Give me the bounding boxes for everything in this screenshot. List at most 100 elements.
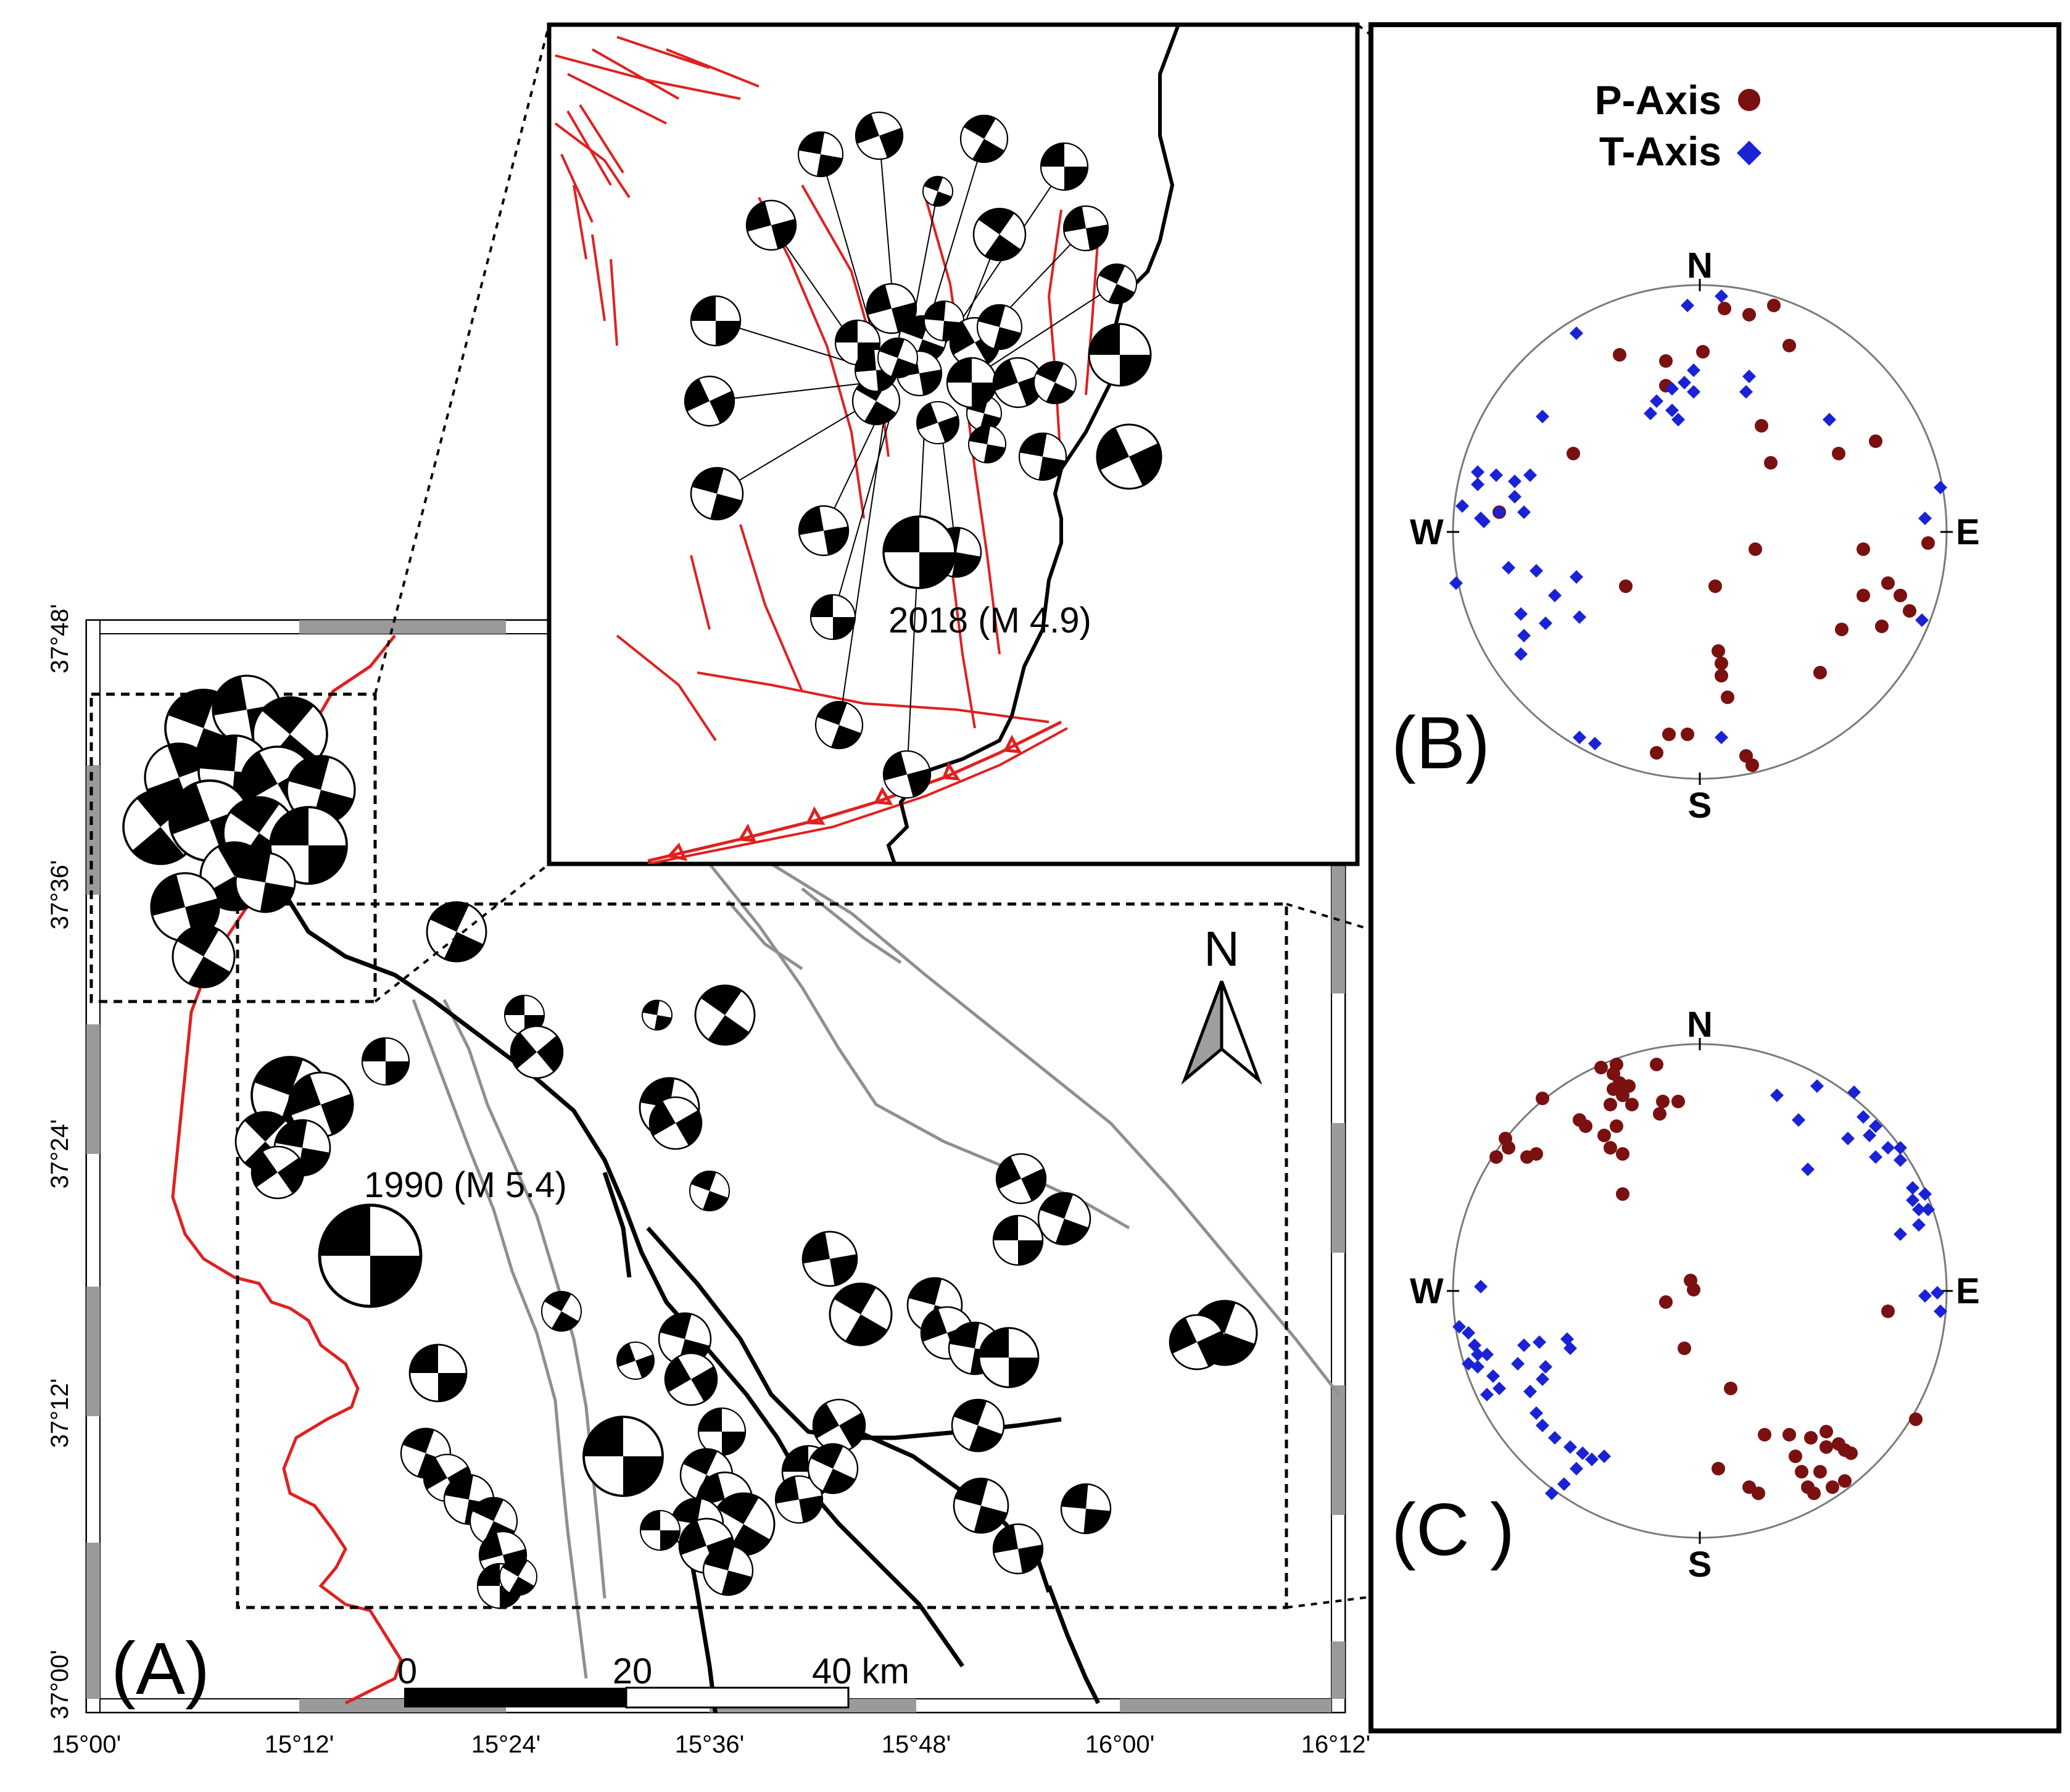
- beachball-icon: [946, 357, 998, 409]
- t-axis-point: [1523, 468, 1537, 482]
- p-axis-point: [1616, 1089, 1629, 1102]
- label-1990-event: 1990 (M 5.4): [364, 1165, 567, 1205]
- beachball-icon: [877, 338, 918, 378]
- t-axis-point: [1573, 731, 1586, 744]
- north-label: N: [1204, 921, 1240, 976]
- p-axis-point: [1755, 419, 1768, 433]
- p-axis-point: [1659, 1295, 1673, 1309]
- p-axis-point: [1767, 299, 1781, 312]
- t-axis-point: [1576, 1446, 1589, 1460]
- t-axis-point: [1508, 490, 1521, 504]
- t-axis-point: [1514, 607, 1528, 621]
- beachball-icon: [959, 114, 1009, 164]
- lon-tick: 15°12': [265, 1731, 334, 1758]
- p-axis-point: [1875, 620, 1889, 633]
- t-axis-point: [1823, 413, 1836, 426]
- t-axis-point: [1715, 731, 1728, 744]
- stereonet-c-east: E: [1956, 1271, 1980, 1311]
- p-axis-point: [1909, 1412, 1923, 1426]
- p-axis-point: [1804, 1431, 1818, 1445]
- beachball-icon: [814, 700, 864, 750]
- t-axis-point: [1915, 613, 1929, 627]
- t-axis-point: [1931, 1286, 1944, 1300]
- t-axis-point: [1934, 1305, 1947, 1318]
- inset-map: 2018 (M 4.9): [547, 22, 1360, 866]
- t-axis-point: [1588, 737, 1602, 750]
- beachball-icon: [745, 199, 797, 251]
- leader-line: [838, 388, 889, 726]
- t-axis-point: [1841, 1132, 1855, 1145]
- legend-t-axis-label: T-Axis: [1599, 128, 1721, 174]
- p-axis-point: [1782, 1428, 1796, 1441]
- p-axis-point: [1712, 1462, 1725, 1475]
- p-axis-point: [1724, 1382, 1737, 1395]
- stereonet-c-points: [1452, 1058, 1947, 1500]
- t-axis-point: [1918, 512, 1932, 525]
- p-axis-point: [1807, 1487, 1821, 1500]
- t-axis-point: [1480, 1348, 1494, 1361]
- beachball-icon: [978, 1327, 1040, 1388]
- p-axis-point: [1678, 1342, 1691, 1355]
- p-axis-point: [1782, 339, 1796, 352]
- t-axis-point: [1665, 382, 1679, 396]
- beachball-icon: [1037, 1192, 1091, 1246]
- beachball-icon: [689, 1171, 730, 1211]
- p-axis-point: [1567, 447, 1580, 460]
- stereonet-b-points: [1449, 289, 1947, 772]
- t-axis-point: [1489, 468, 1503, 482]
- beachball-icon: [684, 375, 735, 427]
- t-axis-point: [1570, 326, 1583, 340]
- p-axis-point: [1894, 589, 1907, 602]
- t-axis-point: [1687, 363, 1700, 377]
- t-axis-point: [1894, 1153, 1907, 1167]
- beachball-icon: [642, 1000, 673, 1031]
- beachball-icon: [829, 1282, 893, 1346]
- p-axis-point: [1715, 669, 1728, 682]
- t-axis-point: [1687, 385, 1700, 399]
- t-axis-point: [1847, 1085, 1861, 1099]
- p-axis-point: [1758, 1428, 1771, 1441]
- t-axis-point: [1770, 1089, 1784, 1102]
- t-axis-point: [1934, 481, 1947, 494]
- lon-tick: 15°36': [675, 1731, 745, 1758]
- beachball-icon: [1096, 423, 1162, 490]
- beachball-icon: [172, 924, 236, 989]
- t-axis-point: [1570, 1462, 1583, 1475]
- p-axis-point: [1820, 1425, 1833, 1438]
- beachball-icon: [1018, 432, 1067, 481]
- study-region-box: [236, 902, 1288, 1609]
- beachball-icon: [664, 1352, 718, 1406]
- p-axis-point: [1718, 302, 1731, 315]
- leader-line: [709, 382, 871, 402]
- stereonet-b-west: W: [1410, 512, 1444, 552]
- t-axis-point: [1644, 407, 1657, 420]
- p-axis-point: [1597, 1129, 1611, 1142]
- t-axis-point: [1474, 1280, 1488, 1293]
- t-axis-point: [1869, 1150, 1882, 1164]
- lon-tick: 16°00': [1085, 1731, 1155, 1758]
- lon-tick: 15°48': [882, 1731, 951, 1758]
- t-axis-point: [1597, 1450, 1611, 1463]
- beachball-icon: [702, 1545, 754, 1596]
- beachball-icon: [408, 1343, 468, 1403]
- t-axis-point: [1739, 385, 1753, 399]
- beachball-icon: [1096, 263, 1137, 304]
- beachball-icon: [1033, 360, 1077, 405]
- t-axis-diamond-icon: [1737, 141, 1762, 165]
- p-axis-point: [1613, 348, 1626, 362]
- t-axis-point: [1792, 1113, 1805, 1127]
- beachball-icon: [916, 400, 960, 445]
- p-axis-point: [1826, 1480, 1839, 1494]
- beachball-icon: [361, 1037, 410, 1086]
- t-axis-point: [1539, 1360, 1552, 1374]
- beachball-icon: [504, 995, 545, 1035]
- beachball-icon: [882, 750, 932, 799]
- beachball-icon: [798, 505, 850, 557]
- p-axis-point: [1749, 542, 1762, 556]
- t-axis-point: [1502, 561, 1515, 575]
- t-axis-point: [1681, 299, 1694, 312]
- t-axis-point: [1517, 505, 1531, 519]
- beachball-icon: [694, 984, 756, 1046]
- p-axis-point: [1903, 604, 1916, 618]
